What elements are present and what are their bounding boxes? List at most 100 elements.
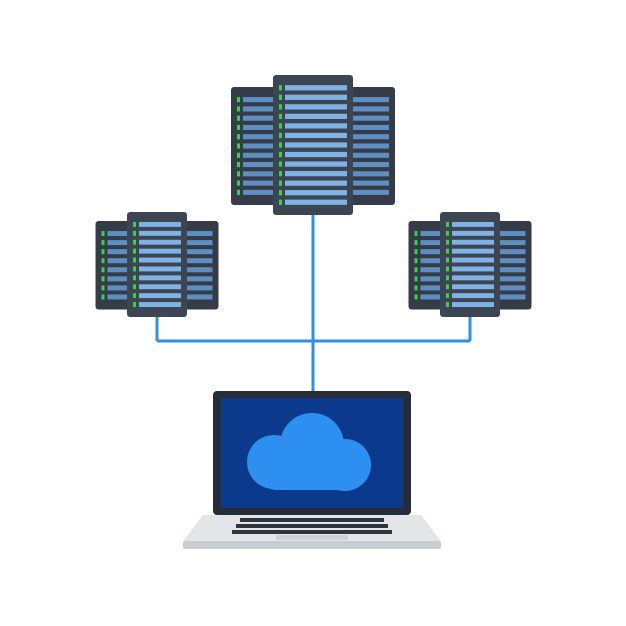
status-led	[446, 266, 449, 272]
drive-bay	[243, 161, 285, 168]
status-led	[279, 161, 282, 167]
drive-bay	[498, 249, 526, 255]
drive-bay	[139, 239, 181, 245]
status-led	[133, 222, 136, 227]
drive-bay	[107, 276, 135, 282]
drive-bay	[243, 180, 285, 186]
drive-bay	[243, 124, 285, 131]
status-led	[133, 239, 136, 245]
drive-bay	[107, 231, 135, 237]
drive-bay	[420, 231, 448, 237]
drive-bay	[139, 293, 181, 299]
status-led	[133, 284, 136, 290]
drive-bay	[285, 104, 347, 110]
status-led	[101, 285, 105, 291]
drive-bay	[452, 284, 494, 290]
drive-bay	[139, 275, 181, 281]
drive-bay	[243, 171, 285, 177]
drive-bay	[452, 239, 494, 245]
drive-bay	[420, 276, 448, 282]
laptop	[183, 391, 441, 549]
status-led	[237, 124, 240, 131]
status-led	[101, 258, 105, 264]
status-led	[237, 97, 240, 103]
drive-bay	[420, 285, 448, 291]
server-left	[95, 212, 219, 317]
drive-bay	[498, 285, 526, 291]
rack-body	[127, 212, 187, 317]
drive-bay	[185, 276, 213, 282]
status-led	[414, 276, 418, 282]
drive-bay	[347, 152, 389, 158]
drive-bay	[347, 171, 389, 177]
drive-bay	[285, 132, 347, 139]
status-led	[279, 113, 282, 120]
drive-bay	[243, 106, 285, 112]
drive-bay	[107, 249, 135, 255]
cloud-icon	[247, 413, 371, 491]
drive-bay	[107, 294, 135, 300]
status-led	[446, 239, 449, 245]
keyboard-row	[232, 530, 392, 534]
drive-bay	[285, 170, 347, 177]
drive-bay	[285, 85, 347, 91]
drive-bay	[107, 285, 135, 291]
status-led	[237, 171, 240, 177]
drive-bay	[347, 134, 389, 140]
drive-bay	[452, 302, 494, 307]
status-led	[237, 161, 240, 168]
status-led	[279, 199, 282, 205]
status-led	[414, 285, 418, 291]
drive-bay	[285, 199, 347, 205]
drive-bay	[243, 134, 285, 140]
status-led	[279, 94, 282, 100]
drive-bay	[139, 266, 181, 272]
status-led	[414, 249, 418, 255]
status-led	[279, 123, 282, 129]
drive-bay	[452, 248, 494, 254]
status-led	[237, 143, 240, 149]
drive-bay	[452, 230, 494, 236]
drive-bay	[498, 267, 526, 273]
status-led	[133, 248, 136, 254]
drive-bay	[139, 222, 181, 227]
drive-bay	[452, 275, 494, 281]
drive-bay	[285, 123, 347, 129]
keyboard	[232, 518, 392, 534]
status-led	[414, 240, 418, 246]
drive-bay	[185, 294, 213, 300]
keyboard-row	[236, 524, 388, 528]
drive-bay	[347, 124, 389, 131]
status-led	[101, 276, 105, 282]
drive-bay	[243, 115, 285, 121]
drive-bay	[420, 240, 448, 246]
status-led	[414, 294, 418, 300]
drive-bay	[139, 257, 181, 263]
drive-bay	[452, 222, 494, 227]
drive-bay	[107, 258, 135, 264]
drive-bay	[185, 231, 213, 237]
status-led	[133, 302, 136, 307]
status-led	[446, 275, 449, 281]
status-led	[279, 132, 282, 139]
status-led	[237, 152, 240, 158]
drive-bay	[420, 267, 448, 273]
status-led	[279, 190, 282, 196]
status-led	[446, 230, 449, 236]
drive-bay	[420, 258, 448, 264]
status-led	[279, 170, 282, 177]
drive-bay	[498, 258, 526, 264]
status-led	[133, 230, 136, 236]
cloud-base	[262, 462, 358, 490]
drive-bay	[185, 240, 213, 246]
drive-bay	[285, 113, 347, 120]
drive-bay	[139, 248, 181, 254]
status-led	[279, 142, 282, 148]
drive-bay	[347, 143, 389, 149]
status-led	[414, 231, 418, 237]
drive-bay	[498, 231, 526, 237]
drive-bay	[285, 180, 347, 186]
status-led	[446, 222, 449, 227]
status-led	[237, 189, 240, 195]
status-led	[446, 302, 449, 307]
